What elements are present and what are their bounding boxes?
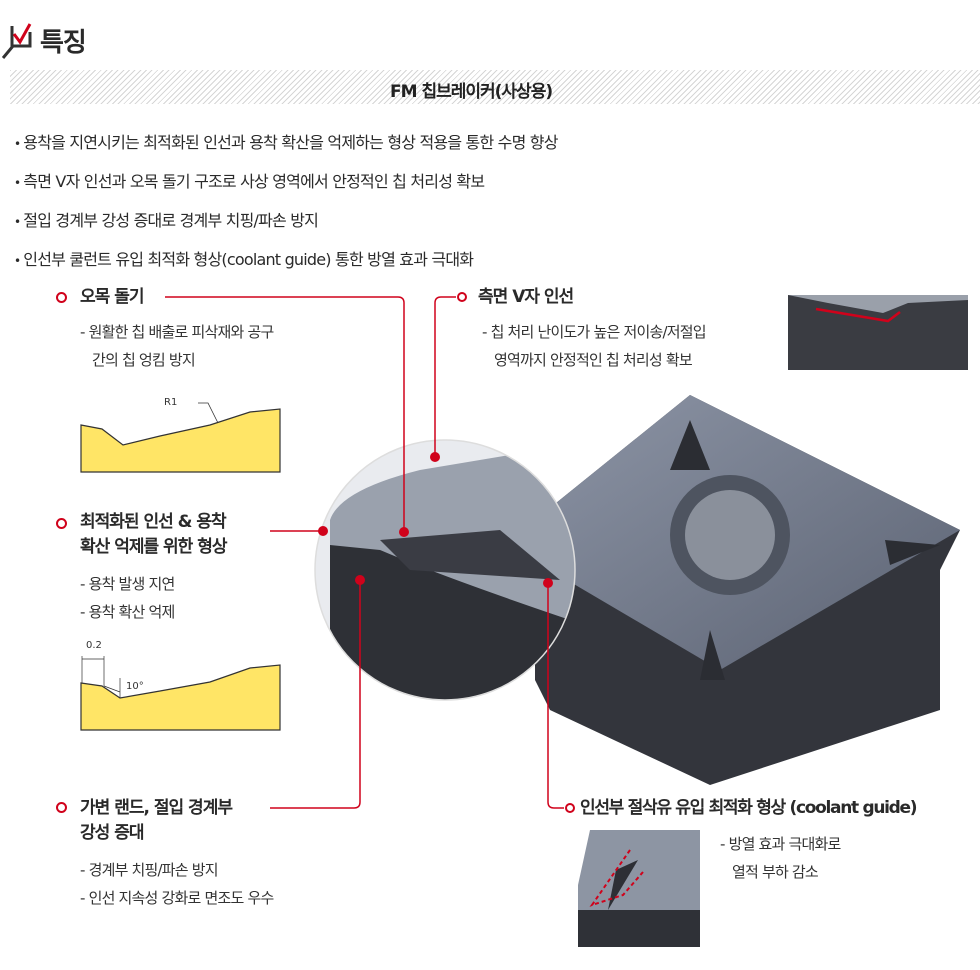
concave-profile-diagram bbox=[80, 402, 281, 473]
feature-title-edge: 최적화된 인선 & 용착 확산 억제를 위한 형상 bbox=[80, 512, 228, 557]
dimension-angle: 10° bbox=[126, 681, 144, 692]
section-band bbox=[10, 70, 980, 104]
coolant-guide-photo bbox=[578, 830, 700, 947]
dimension-width: 0.2 bbox=[86, 640, 102, 651]
list-item: 측면 V자 인선과 오목 돌기 구조로 사상 영역에서 안정적인 칩 처리성 확… bbox=[14, 163, 558, 202]
feature-desc: 간의 칩 엉킴 방지 bbox=[92, 351, 196, 369]
bullet-ring-icon bbox=[56, 292, 67, 303]
list-item: 절입 경계부 강성 증대로 경계부 치핑/파손 방지 bbox=[14, 202, 558, 241]
radius-label: R1 bbox=[164, 397, 178, 408]
feature-desc: - 칩 처리 난이도가 높은 저이송/저절입 bbox=[482, 323, 707, 341]
feature-title-side-v: 측면 V자 인선 bbox=[478, 287, 574, 307]
list-item: 인선부 쿨런트 유입 최적화 형상(coolant guide) 통한 방열 효… bbox=[14, 241, 558, 280]
feature-title-coolant: 인선부 절삭유 유입 최적화 형상 (coolant guide) bbox=[580, 798, 918, 818]
edge-profile-diagram bbox=[80, 656, 281, 731]
feature-desc: - 경계부 치핑/파손 방지 bbox=[80, 861, 219, 879]
feature-list: 용착을 지연시키는 최적화된 인선과 용착 확산을 억제하는 형상 적용을 통한… bbox=[14, 124, 558, 280]
side-v-photo bbox=[788, 295, 968, 370]
feature-desc: - 용착 확산 억제 bbox=[80, 603, 175, 621]
bullet-ring-icon bbox=[56, 518, 67, 529]
feature-desc: 영역까지 안정적인 칩 처리성 확보 bbox=[494, 351, 693, 369]
feature-desc: 열적 부하 감소 bbox=[732, 863, 819, 881]
feature-title-land: 가변 랜드, 절입 경계부 강성 증대 bbox=[80, 798, 233, 843]
feature-desc: - 용착 발생 지연 bbox=[80, 575, 175, 593]
feature-desc: - 방열 효과 극대화로 bbox=[720, 835, 841, 853]
section-title: FM 칩브레이커(사상용) bbox=[390, 82, 553, 102]
insert-illustration bbox=[314, 395, 960, 785]
checklist-magnifier-icon bbox=[2, 23, 32, 59]
page-title: 특징 bbox=[40, 28, 87, 58]
bullet-ring-icon bbox=[56, 802, 67, 813]
list-item: 용착을 지연시키는 최적화된 인선과 용착 확산을 억제하는 형상 적용을 통한… bbox=[14, 124, 558, 163]
feature-desc: - 원활한 칩 배출로 피삭재와 공구 bbox=[80, 323, 274, 341]
feature-desc: - 인선 지속성 강화로 면조도 우수 bbox=[80, 889, 274, 907]
feature-title-concave: 오목 돌기 bbox=[80, 287, 144, 307]
